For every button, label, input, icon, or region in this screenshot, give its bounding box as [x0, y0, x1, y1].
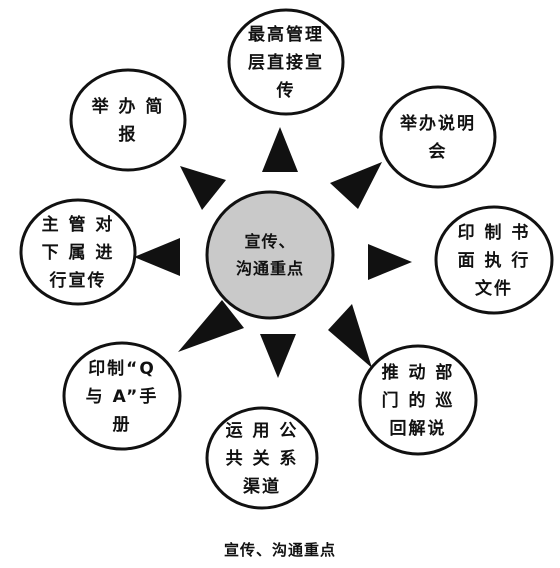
- center-label: 宣传、 沟通重点: [235, 232, 304, 278]
- node-label-left: 主 管 对 下 属 进 行宣传: [41, 215, 115, 291]
- arrow-bottom-right: [328, 304, 372, 368]
- node-circle-right: [434, 205, 554, 315]
- node-circle-bottom-right: [358, 344, 478, 456]
- arrow-left: [134, 238, 180, 276]
- center-circle: [205, 190, 335, 320]
- node-circle-left: [19, 198, 137, 306]
- node-circle-bottom: [205, 406, 319, 510]
- arrow-top-left: [180, 166, 226, 210]
- node-circle-top-left: [69, 68, 187, 172]
- arrow-top: [262, 127, 298, 172]
- arrow-right: [368, 244, 412, 280]
- figure-caption: 宣传、沟通重点: [223, 541, 336, 559]
- node-label-bottom: 运 用 公 共 关 系 渠道: [225, 421, 299, 497]
- node-label-top-left: 举 办 简 报: [91, 97, 165, 145]
- arrow-top-right: [330, 162, 382, 209]
- node-label-right: 印 制 书 面 执 行 文件: [457, 223, 531, 299]
- arrow-bottom-left: [178, 300, 244, 352]
- node-label-top: 最高管理 层直接宣 传: [248, 25, 324, 101]
- node-circle-bottom-left: [62, 341, 182, 451]
- node-label-bottom-left: 印制“Q 与 A”手 册: [85, 359, 159, 435]
- node-circle-top: [227, 8, 345, 116]
- node-label-bottom-right: 推 动 部 门 的 巡 回解说: [381, 363, 455, 439]
- node-label-top-right: 举办说明 会: [400, 114, 476, 162]
- arrow-bottom: [260, 334, 296, 378]
- node-circle-top-right: [379, 85, 497, 189]
